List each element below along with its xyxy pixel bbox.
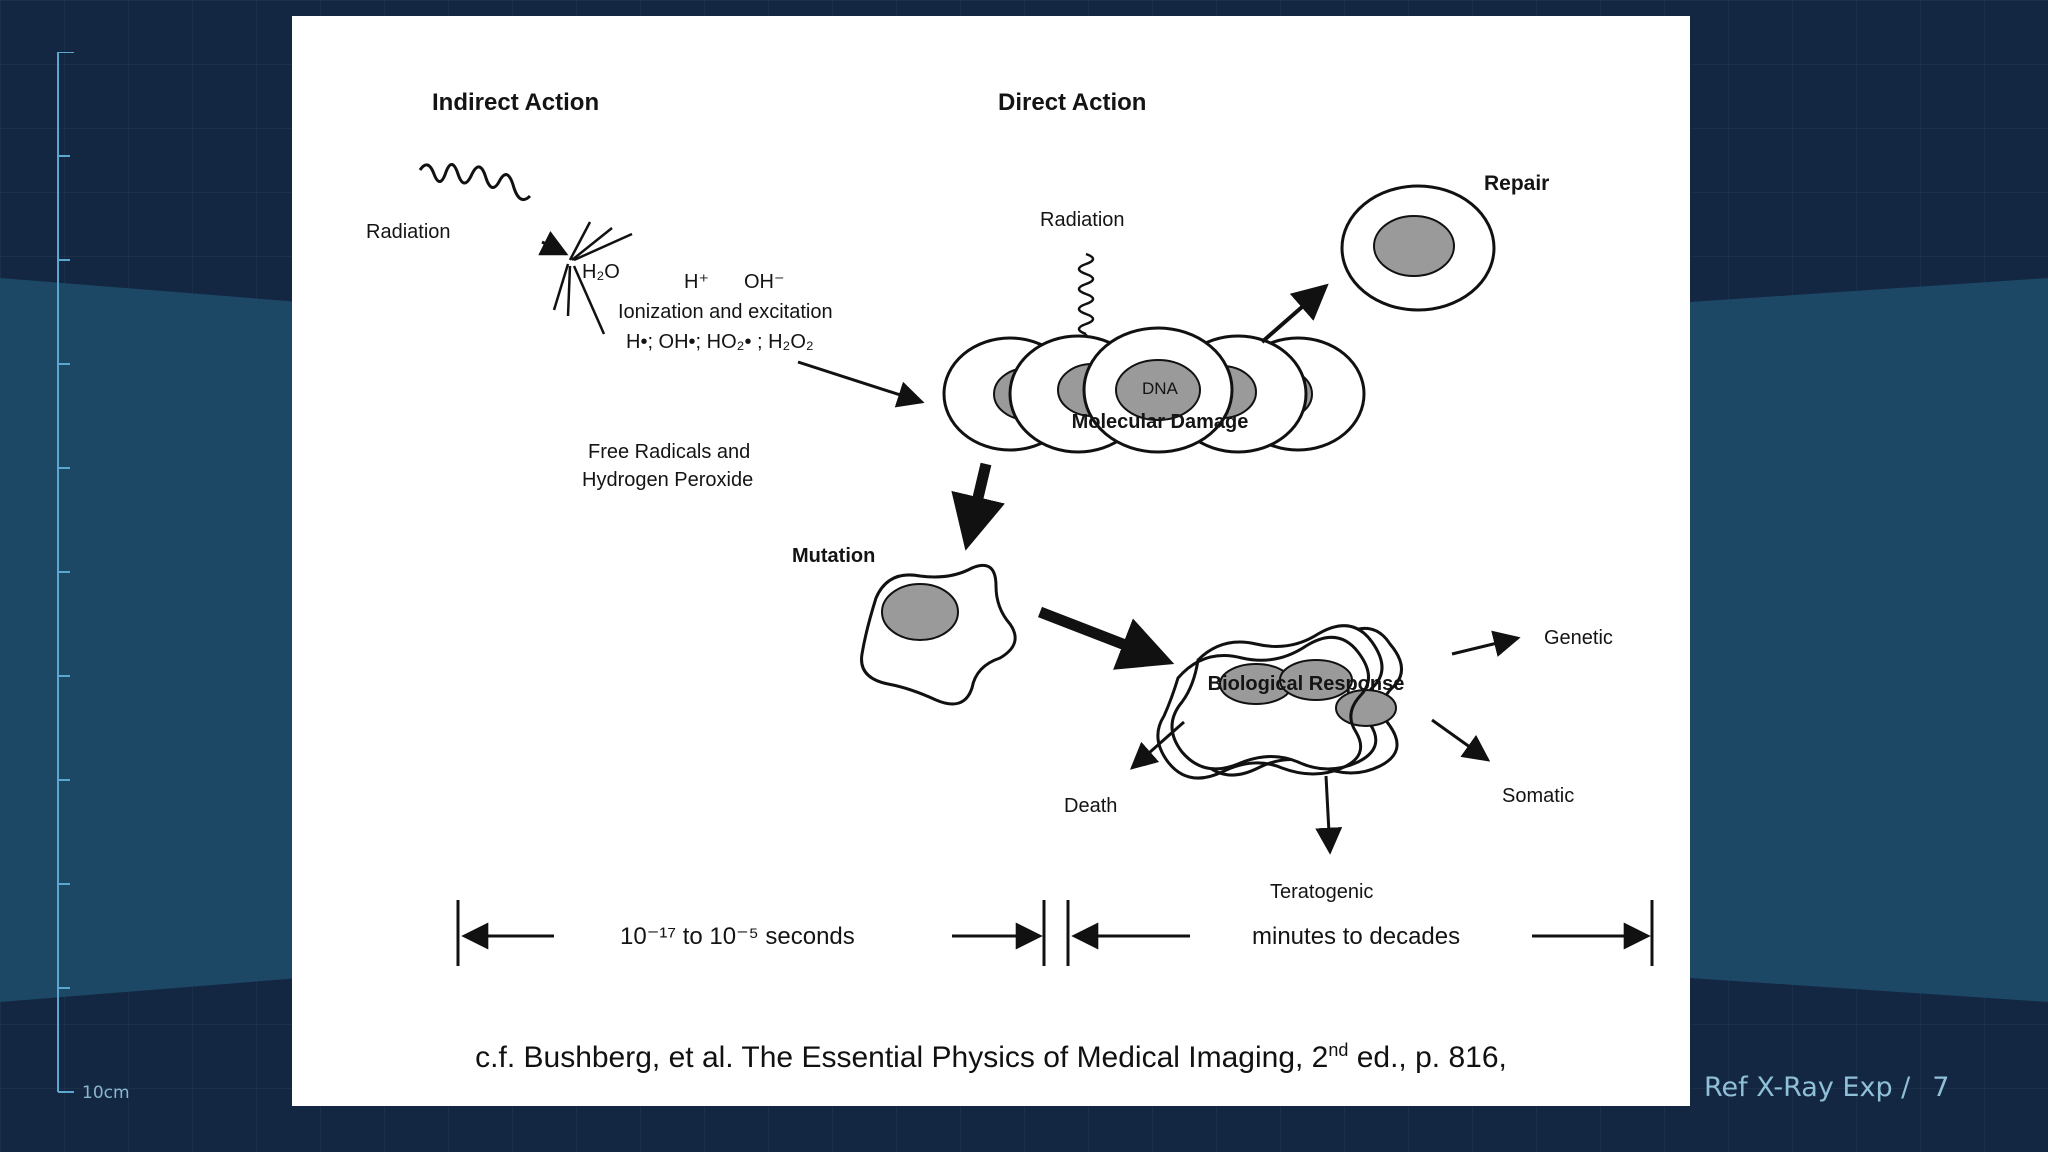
response-cluster xyxy=(1156,624,1403,780)
cell-cluster xyxy=(942,326,1366,454)
biological-response-label: Biological Response xyxy=(1208,673,1405,695)
radiation-wave-left xyxy=(418,163,532,202)
teratogenic-arrow xyxy=(1315,775,1343,855)
timescale-left xyxy=(456,900,1046,966)
dna-label: DNA xyxy=(1142,379,1179,398)
teratogenic-label: Teratogenic xyxy=(1270,881,1373,903)
somatic-label: Somatic xyxy=(1502,785,1574,807)
free-radicals-line1: Free Radicals and xyxy=(588,441,750,463)
ruler xyxy=(57,52,74,1093)
radiation-left-label: Radiation xyxy=(366,221,451,243)
repair-arrow xyxy=(1260,283,1329,344)
radiation-arrow-left xyxy=(538,231,569,256)
heading-indirect: Indirect Action xyxy=(432,89,599,116)
h2o-burst xyxy=(552,221,633,335)
mutated-cell-nucleus xyxy=(881,583,959,641)
repair-label: Repair xyxy=(1484,172,1549,195)
page-number: 7 xyxy=(1932,1072,1950,1103)
radiation-damage-diagram: Indirect Action Direct Action Radiation … xyxy=(366,89,1654,966)
timescale-left-label: 10⁻¹⁷ to 10⁻⁵ seconds xyxy=(620,923,855,950)
mutation-label: Mutation xyxy=(792,545,875,567)
genetic-label: Genetic xyxy=(1544,627,1613,649)
citation-suffix: ed., p. 816, xyxy=(1348,1041,1507,1074)
genetic-arrow xyxy=(1451,630,1521,657)
oh-minus-label: OH⁻ xyxy=(744,271,785,293)
radiation-wave-center xyxy=(1077,252,1095,336)
repaired-cell-nucleus xyxy=(1373,215,1455,277)
heading-direct: Direct Action xyxy=(998,89,1146,116)
h-plus-label: H⁺ xyxy=(684,271,709,293)
ruler-label: 10cm xyxy=(82,1083,130,1103)
timescale-right-label: minutes to decades xyxy=(1252,923,1460,950)
footer-title: Ref X-Ray Exp / xyxy=(1704,1072,1911,1103)
citation-prefix: c.f. Bushberg, et al. The Essential Phys… xyxy=(475,1041,1329,1074)
diagram-panel: Indirect Action Direct Action Radiation … xyxy=(292,16,1690,1106)
response-arrow xyxy=(1038,606,1175,670)
radiation-center-label: Radiation xyxy=(1040,209,1125,231)
radicals-formula: H•; OH•; HO₂• ; H₂O₂ xyxy=(626,331,814,353)
radicals-arrow xyxy=(797,360,925,408)
slide-footer: Ref X-Ray Exp / 7 xyxy=(1704,1072,1949,1103)
timescale-right xyxy=(1066,900,1654,966)
ionization-label: Ionization and excitation xyxy=(618,301,833,323)
death-label: Death xyxy=(1064,795,1117,817)
death-arrow xyxy=(1129,720,1185,770)
somatic-arrow xyxy=(1431,718,1491,762)
citation: c.f. Bushberg, et al. The Essential Phys… xyxy=(292,1040,1690,1075)
mutation-arrow xyxy=(951,462,1005,551)
h2o-label: H₂O xyxy=(582,261,620,283)
free-radicals-line2: Hydrogen Peroxide xyxy=(582,469,753,491)
citation-superscript: nd xyxy=(1328,1040,1349,1060)
molecular-damage-label: Molecular Damage xyxy=(1072,411,1249,433)
